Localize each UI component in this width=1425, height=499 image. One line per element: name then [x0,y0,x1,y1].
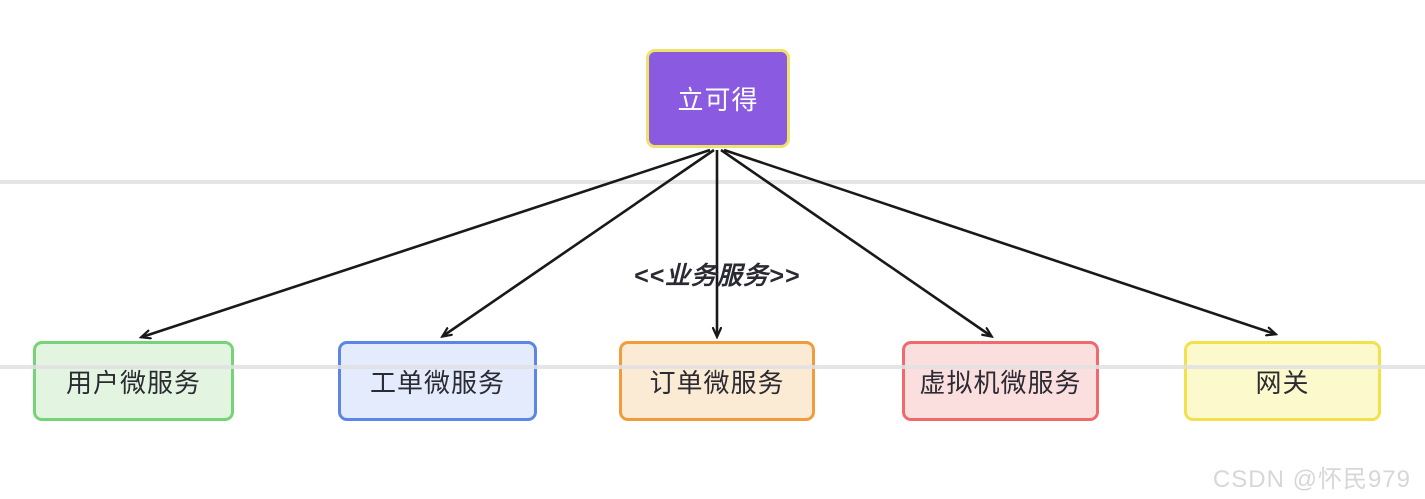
node-order-microservice-label: 订单微服务 [649,367,785,398]
node-user-microservice: 用户微服务 [33,341,234,421]
node-vm-microservice: 虚拟机微服务 [902,341,1099,421]
page-divider-bottom [0,365,1425,369]
node-order-microservice: 订单微服务 [619,341,815,421]
watermark-text: CSDN @怀民979 [1212,466,1411,493]
node-user-microservice-label: 用户微服务 [65,367,201,398]
node-likede-label: 立可得 [677,85,759,115]
edge-to-user-microservice [142,148,711,337]
node-workorder-microservice-label: 工单微服务 [369,367,505,398]
edge-stereotype-label: <<业务服务>> [633,262,801,290]
page-divider-top [0,180,1425,184]
node-likede: 立可得 [646,49,790,148]
node-vm-microservice-label: 虚拟机微服务 [919,367,1082,398]
edge-to-vm-microservice [720,148,991,336]
node-gateway: 网关 [1184,341,1381,421]
node-gateway-label: 网关 [1255,367,1310,398]
edge-to-gateway [723,148,1275,334]
edge-to-workorder-microservice [443,148,715,336]
node-workorder-microservice: 工单微服务 [338,341,537,421]
